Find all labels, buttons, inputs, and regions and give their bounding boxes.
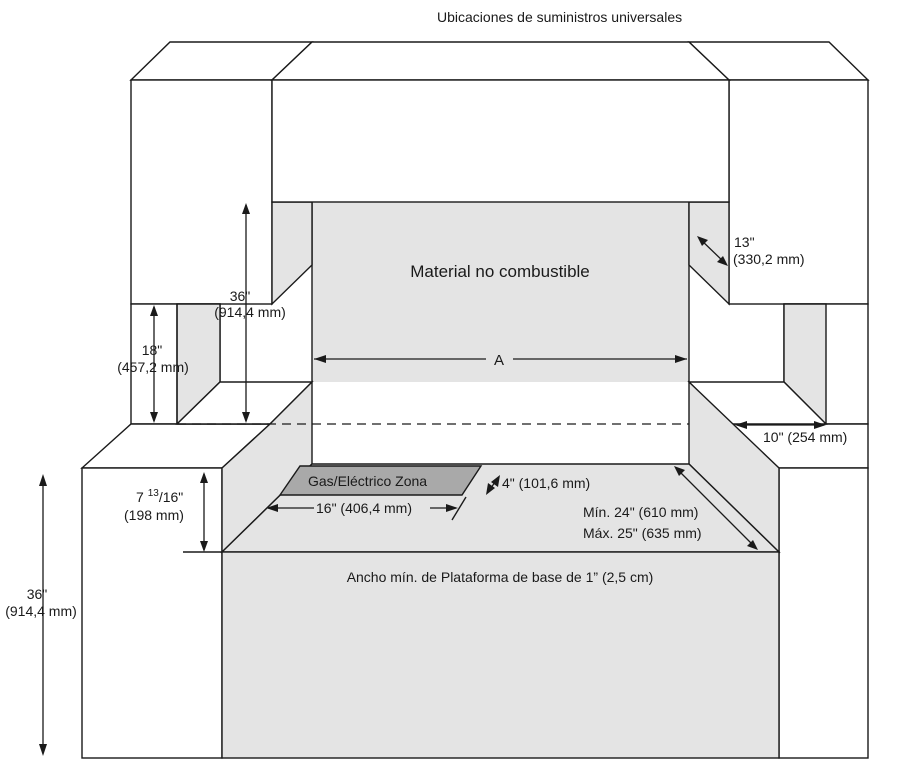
zone-depth-label: 4" (101,6 mm) bbox=[502, 475, 590, 491]
left-counter bbox=[80, 381, 314, 759]
max-depth-label: Máx. 25" (635 mm) bbox=[583, 525, 702, 541]
material-label: Material no combustible bbox=[410, 262, 590, 281]
side-height-mm: (457,2 mm) bbox=[117, 359, 189, 375]
gas-electric-zone bbox=[278, 465, 483, 496]
zone-width-label: 16" (406,4 mm) bbox=[316, 500, 412, 516]
min-depth-label: Mín. 24" (610 mm) bbox=[583, 504, 698, 520]
right-counter bbox=[687, 381, 869, 759]
counter-height-mm: (914,4 mm) bbox=[5, 603, 77, 619]
side-width-label: 10" (254 mm) bbox=[763, 429, 847, 445]
depth-in: 13" bbox=[734, 234, 755, 250]
hood-height-mm: (914,4 mm) bbox=[214, 304, 286, 320]
zone-height-mm: (198 mm) bbox=[124, 507, 184, 523]
side-height-in: 18" bbox=[142, 342, 163, 358]
dimension-a-label: A bbox=[494, 352, 504, 369]
hood-height-in: 36" bbox=[230, 288, 251, 304]
hood-cabinet bbox=[270, 41, 731, 203]
cooktop-cavity bbox=[220, 380, 781, 759]
diagram-title: Ubicaciones de suministros universales bbox=[437, 9, 682, 25]
dimension-lines bbox=[39, 203, 826, 756]
depth-mm: (330,2 mm) bbox=[733, 251, 805, 267]
counter-height-in: 36" bbox=[27, 586, 48, 602]
platform-label: Ancho mín. de Plataforma de base de 1” (… bbox=[347, 569, 654, 585]
zone-height-label: 7 13/16" bbox=[136, 488, 183, 505]
back-wall-material bbox=[312, 202, 689, 382]
zone-label: Gas/Eléctrico Zona bbox=[308, 473, 427, 489]
